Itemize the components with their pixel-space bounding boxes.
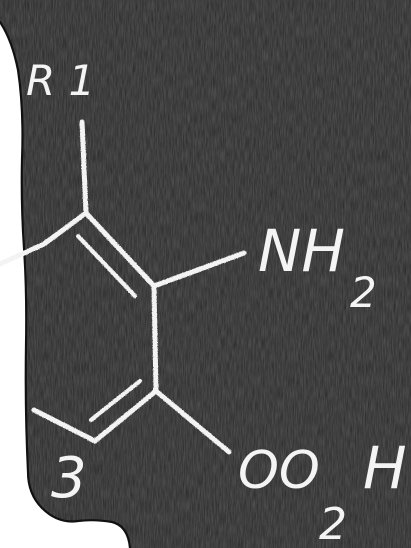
label-h: H — [363, 434, 407, 502]
label-r1: R 1 — [26, 56, 95, 105]
label-o2-subscript: 2 — [319, 499, 347, 548]
chalk-labels: R 1 NH 2 3 OO 2 H — [26, 56, 407, 548]
board-outline — [0, 20, 132, 548]
label-nh-subscript: 2 — [350, 268, 377, 317]
label-oo: OO — [238, 441, 320, 501]
molecule-drawing — [0, 119, 247, 455]
label-number-3: 3 — [51, 446, 87, 511]
label-nh: NH — [258, 217, 345, 285]
